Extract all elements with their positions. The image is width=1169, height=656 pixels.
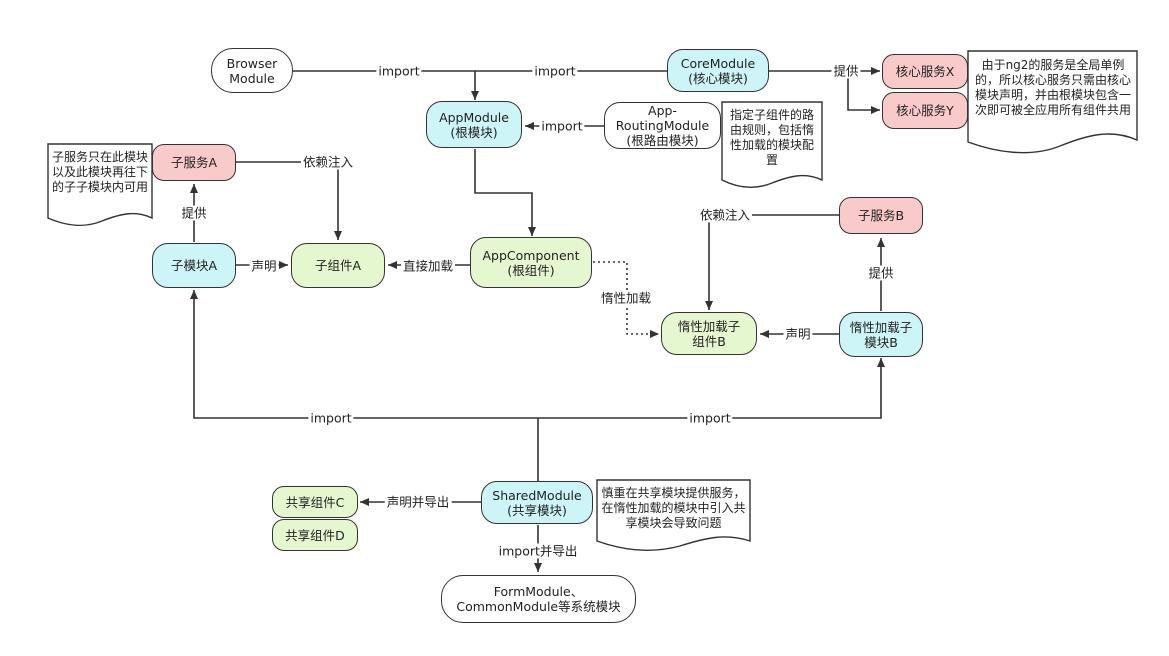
core-service-y-node: 核心服务Y xyxy=(882,92,968,129)
edge-label-di-a: 依赖注入 xyxy=(300,154,356,170)
lazy-module-b-node: 惰性加载子 模块B xyxy=(839,312,923,357)
edge-label-import-export: import并导出 xyxy=(496,543,580,559)
edge-label-import-shared-left: import xyxy=(308,410,354,426)
edge-core-to-service-y xyxy=(847,71,880,114)
lazy-component-b-node: 惰性加载子 组件B xyxy=(661,312,757,355)
app-component-node: AppComponent (根组件) xyxy=(470,237,592,288)
core-module-node: CoreModule (核心模块) xyxy=(667,49,769,92)
edge-label-provide-core: 提供 xyxy=(831,63,861,79)
edge-appmodule-to-appcomponent xyxy=(474,149,536,236)
edge-label-declare-b: 声明 xyxy=(783,326,813,342)
core-service-x-node: 核心服务X xyxy=(882,54,968,89)
shared-module-node: SharedModule (共享模块) xyxy=(481,481,593,524)
edge-shared-to-lazy-module-b xyxy=(538,358,885,419)
child-service-note: 子服务只在此模块以及此模块再往下的子子模块内可用 xyxy=(51,150,148,194)
edge-label-declare-a: 声明 xyxy=(249,258,279,274)
edge-label-declare-export: 声明并导出 xyxy=(384,494,452,510)
child-module-a-node: 子模块A xyxy=(152,243,236,288)
shared-component-d-node: 共享组件D xyxy=(272,519,358,551)
child-service-a-node: 子服务A xyxy=(152,144,236,181)
routing-note: 指定子组件的路由规则，包括惰性加载的模块配置 xyxy=(729,108,814,167)
edge-service-b-to-lazy-component-b xyxy=(705,214,839,310)
edge-label-lazy-load: 惰性加载 xyxy=(598,290,654,306)
app-routing-module-node: App- RoutingModule (根路由模块) xyxy=(604,102,721,149)
edge-label-provide-b: 提供 xyxy=(866,265,896,281)
edge-label-direct-load: 直接加载 xyxy=(400,258,456,274)
note-shape-child-service xyxy=(47,143,153,226)
edge-label-provide-a: 提供 xyxy=(179,205,209,221)
note-shape-routing xyxy=(721,101,823,188)
note-shape-shared xyxy=(596,479,751,551)
edge-label-import-shared-right: import xyxy=(687,410,733,426)
shared-note: 慎重在共享模块提供服务，在惰性加载的模块中引入共享模块会导致问题 xyxy=(601,486,746,530)
edge-label-import-browser: import xyxy=(376,63,422,79)
browser-module-node: Browser Module xyxy=(211,48,293,93)
child-component-a-node: 子组件A xyxy=(291,243,385,288)
app-module-node: AppModule (根模块) xyxy=(426,101,522,148)
child-service-b-node: 子服务B xyxy=(839,197,923,234)
edge-service-a-to-component-a xyxy=(236,161,342,240)
core-service-note: 由于ng2的服务是全局单例的，所以核心服务只需由核心模块声明，并由根模块包含一次… xyxy=(974,58,1131,117)
edge-label-import-routing: import xyxy=(539,118,585,134)
edge-shared-to-module-a xyxy=(190,290,539,481)
note-shape-core-service xyxy=(967,50,1138,154)
edge-label-di-b: 依赖注入 xyxy=(697,207,753,223)
system-modules-node: FormModule、 CommonModule等系统模块 xyxy=(441,575,636,623)
edge-label-import-core: import xyxy=(532,63,578,79)
shared-component-c-node: 共享组件C xyxy=(272,486,358,518)
